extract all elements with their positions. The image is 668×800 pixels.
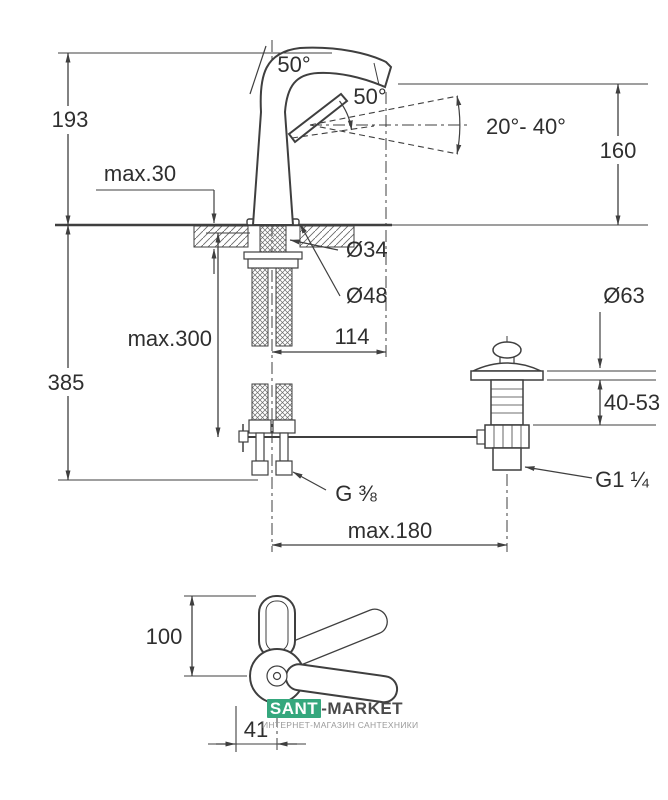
swivel-dash-upper <box>309 95 459 126</box>
label-bg-160 <box>592 136 644 164</box>
topview-lever <box>284 663 399 704</box>
waste-flange <box>470 370 544 381</box>
leader-g38 <box>292 471 327 491</box>
flex-hose-left-lower <box>251 383 269 421</box>
leader-dia48 <box>299 223 341 297</box>
waste-body-upper <box>490 379 524 426</box>
dim-projection-label: 114 <box>334 324 369 349</box>
dim-top-offset-label: 41 <box>244 717 268 742</box>
waste-dome <box>472 362 542 372</box>
dim-spout-angle-label: 50° <box>277 52 310 77</box>
dim-outlet-height-label: 160 <box>600 138 637 163</box>
label-bg-193 <box>47 106 93 134</box>
dim-deck-thickness-label: max.30 <box>104 161 176 186</box>
mounting-shank <box>259 225 287 253</box>
waste-thread-lines <box>491 388 523 414</box>
dim-flange-diameter-label: Ø63 <box>603 283 645 308</box>
dimension-lines <box>65 52 621 747</box>
deck-section-right <box>299 225 355 248</box>
hose-end-cap-right <box>275 460 293 476</box>
waste-pull-knob <box>492 341 522 359</box>
pullrod-fitting <box>238 430 249 443</box>
dim-hose-length-label: max.300 <box>128 326 212 351</box>
dim-swivel-range-label: 20°- 40° <box>486 114 566 139</box>
waste-tailpiece <box>492 447 522 471</box>
lever-angle-dash-line <box>291 125 375 139</box>
popup-waste-assembly <box>470 341 544 471</box>
leader-dia34 <box>289 239 339 251</box>
waste-clamp-ring <box>484 424 530 449</box>
faucet-body-spout <box>251 46 393 226</box>
dim-lever-angle-label: 50° <box>353 84 386 109</box>
spout-tip-line <box>373 62 380 86</box>
hose-connector-nut-right <box>272 419 296 434</box>
lever-angle-arc <box>339 100 353 131</box>
flex-hose-right-upper <box>275 267 293 347</box>
topview-center-dot <box>272 671 282 681</box>
flex-hose-right-lower <box>275 383 293 421</box>
watermark-brand-primary: SANT <box>266 699 322 718</box>
angle-annotations <box>249 45 462 155</box>
hose-tube-left <box>255 432 265 462</box>
swivel-dash-lower <box>309 124 459 155</box>
dimension-labels: 193 max.30 50° 50° 20°- 40° 160 Ø34 Ø48 … <box>43 52 660 742</box>
dim-base-diameter-label: Ø48 <box>346 283 388 308</box>
watermark-brand: SANT-MARKET <box>262 699 408 719</box>
watermark-brand-secondary: -MARKET <box>321 699 404 718</box>
spout-angle-line <box>249 45 267 95</box>
faucet-front-view <box>55 46 648 476</box>
mounting-washer <box>243 251 303 260</box>
flex-hose-left-upper <box>251 267 269 347</box>
dim-waste-thread-label: G1 ¼ <box>595 467 649 492</box>
dim-total-height-label: 193 <box>52 107 89 132</box>
deck-section-left <box>193 225 249 248</box>
faucet-top-view <box>249 595 399 704</box>
dim-rod-span-label: max.180 <box>348 518 432 543</box>
leader-g114 <box>524 466 593 479</box>
dim-top-depth-label: 100 <box>146 624 183 649</box>
swivel-arc <box>456 95 462 155</box>
leader-lines <box>211 190 603 491</box>
hose-connector-nut-left <box>248 419 272 434</box>
faucet-lever-handle <box>287 92 349 144</box>
label-bg-385 <box>43 368 89 396</box>
hose-end-cap-left <box>251 460 269 476</box>
dim-hose-thread-label: G ⅜ <box>335 481 377 506</box>
watermark: SANT-MARKET ИНТЕРНЕТ-МАГАЗИН САНТЕХНИКИ <box>262 699 419 730</box>
dim-shank-diameter-label: Ø34 <box>346 237 388 262</box>
dim-total-depth-label: 385 <box>48 370 85 395</box>
mounting-nut <box>247 258 299 269</box>
watermark-tagline: ИНТЕРНЕТ-МАГАЗИН САНТЕХНИКИ <box>262 719 419 730</box>
dim-clamp-range-label: 40-53 <box>604 390 660 415</box>
hose-tube-right <box>279 432 289 462</box>
waste-clamp-knurl <box>493 425 522 448</box>
